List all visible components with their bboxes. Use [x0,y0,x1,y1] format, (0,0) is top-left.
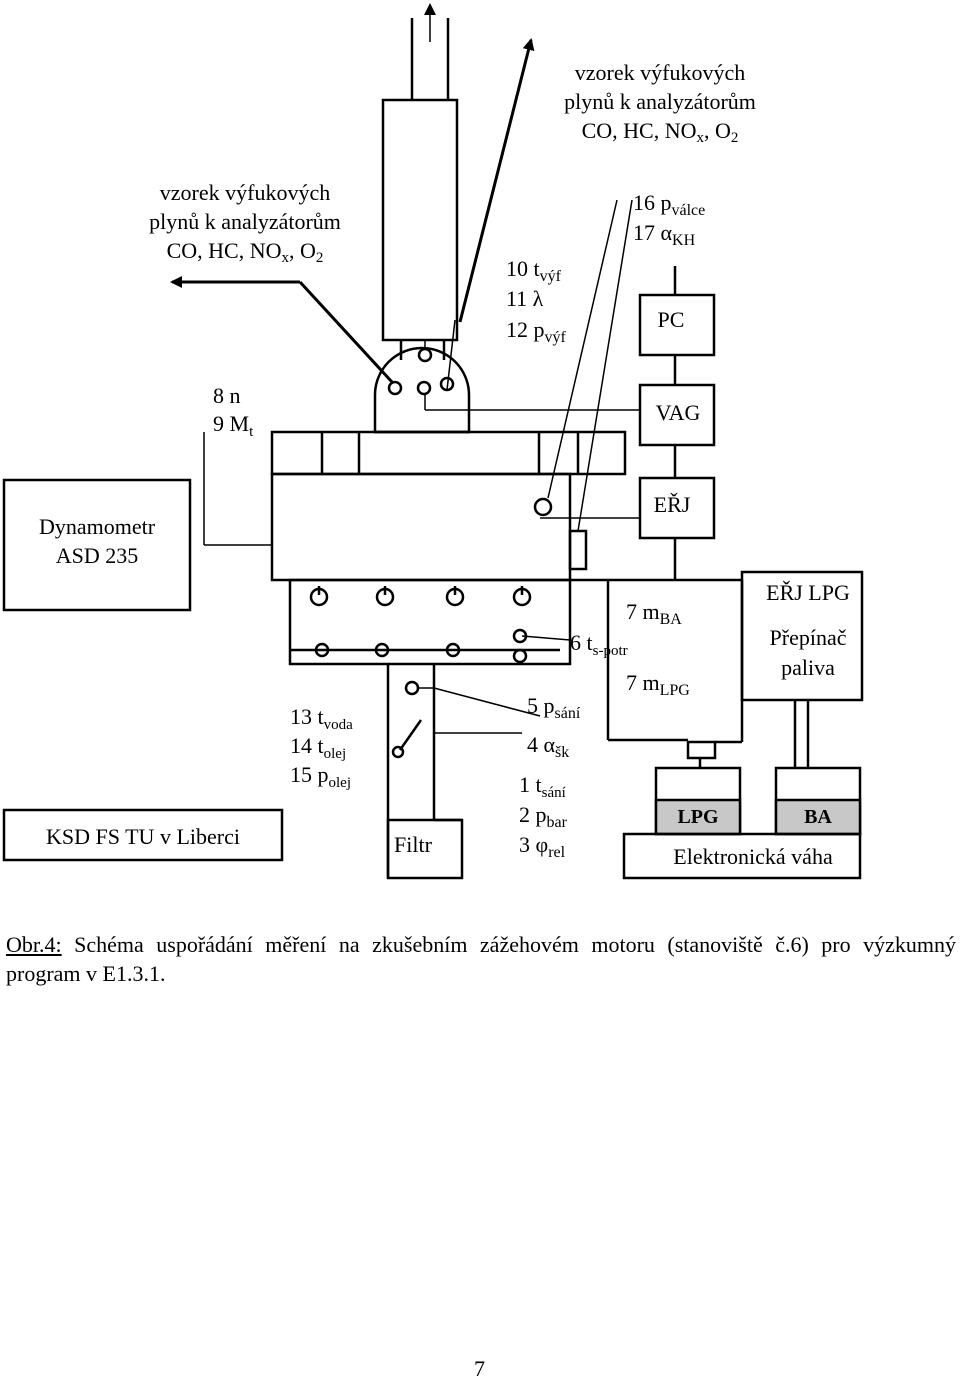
sample-line-top [458,38,535,323]
exhaust-manifold [270,430,627,476]
label-erj-lpg: EŘJ LPG [766,580,850,605]
lead-p-sani [433,687,541,717]
label-phi-rel: 3 φrel [519,832,566,861]
air-filter [386,818,464,880]
label-gases-left: CO, HC, NOx, O2 [167,238,324,266]
electronic-scale [622,832,862,880]
label-pc: PC [658,307,685,332]
throttle-body [568,529,588,571]
label-t-spotr: 6 ts-potr [570,630,628,659]
sensor-row-lower [290,628,560,664]
engine-block [270,472,572,582]
label-vag: VAG [656,400,701,425]
label-t-voda: 13 tvoda [290,704,353,733]
label-t-vyf: 10 tvýf [506,256,562,285]
label-mt: 9 Mt [213,411,254,440]
label-p-bar: 2 pbar [519,802,568,831]
label-dynamometer-1: Dynamometr [39,514,156,539]
sample-line-left [298,280,394,384]
label-p-olej: 15 polej [290,762,351,791]
label-n: 8 n [213,383,241,408]
ksd-box [2,808,284,862]
label-fuel-switch-1: Přepínač [770,625,847,650]
sensor-row-upper [309,586,532,607]
figure-caption: Obr.4: Schéma uspořádání měření na zkuše… [6,930,956,988]
caption-prefix: Obr. [6,932,45,957]
measurement-schematic: vzorek výfukových plynů k analyzátorům C… [2,3,864,880]
throttle-valve [398,719,423,751]
lead-alpha-kh [547,199,618,499]
label-m-ba: 7 mBA [626,599,682,628]
label-alpha-sk: 4 αšk [527,732,569,761]
erj-box [638,476,716,540]
vag-box [638,383,716,447]
label-filtr: Filtr [394,832,433,857]
label-exhaust-top-1: vzorek výfukových [575,60,745,85]
lead-p-valce [577,199,633,532]
label-exhaust-top-2: plynů k analyzátorům [564,89,756,114]
label-p-vyf: 12 pvýf [506,317,567,346]
label-ksd: KSD FS TU v Liberci [46,824,240,849]
exhaust-sensors [387,319,456,396]
label-lambda: 11 λ [506,286,544,311]
label-t-sani: 1 tsání [519,772,566,801]
lpg-tank-label-bg [654,798,742,836]
lead-t-spotr [521,635,571,641]
label-ba: BA [804,806,832,828]
label-alpha-kh: 17 αKH [633,220,696,249]
label-fuel-switch-2: paliva [781,655,835,680]
label-p-valce: 16 pválce [633,190,705,219]
label-exhaust-left-2: plynů k analyzátorům [149,209,341,234]
exhaust-silencer [381,98,459,342]
fuel-switch-box [740,570,864,702]
caption-number: 4: [44,932,62,957]
label-m-lpg: 7 mLPG [626,670,690,699]
label-t-olej: 14 tolej [290,733,346,762]
label-exhaust-left-1: vzorek výfukových [160,180,330,205]
page-number: 7 [474,1356,485,1381]
label-p-sani: 5 psání [527,693,581,722]
dynamometer-box [2,478,192,612]
label-scale: Elektronická váha [673,844,833,869]
lpg-valve [686,740,717,760]
pc-box [638,293,716,357]
label-gases-top: CO, HC, NOx, O2 [582,118,739,146]
caption-text: Schéma uspořádání měření na zkušebním zá… [6,932,956,986]
label-lpg: LPG [677,806,719,828]
label-erj: EŘJ [654,492,691,517]
label-dynamometer-2: ASD 235 [56,543,139,568]
ba-tank-label-bg [774,798,862,836]
